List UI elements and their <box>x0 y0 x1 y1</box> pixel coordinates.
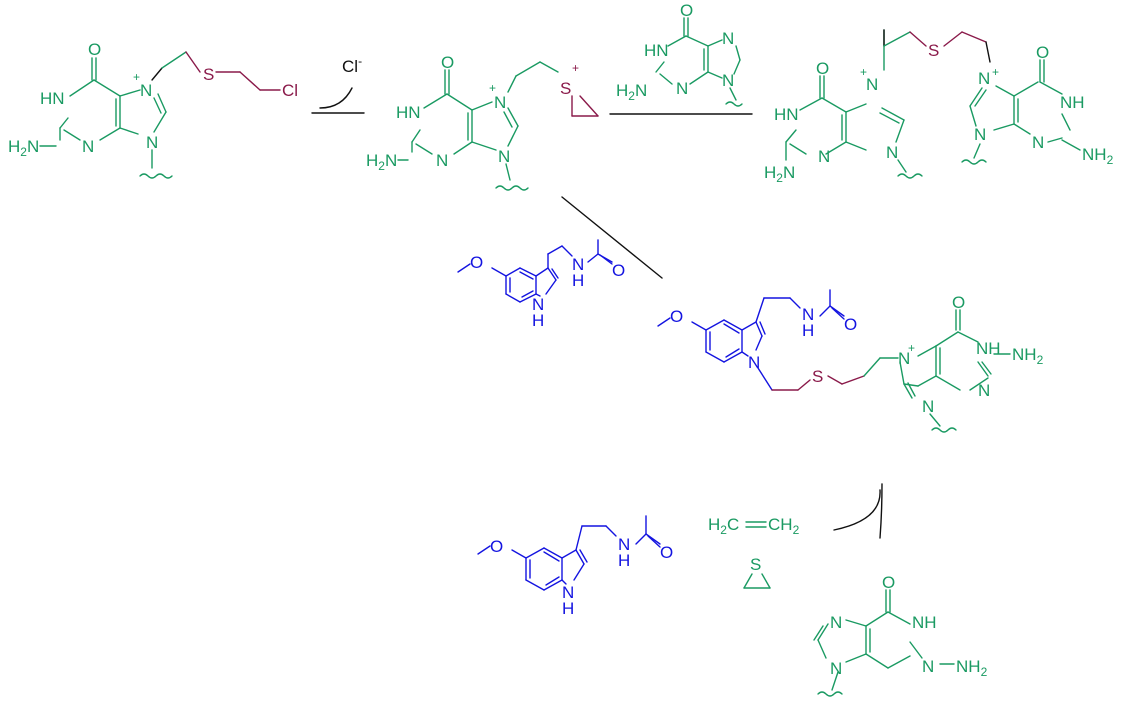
adduct-NH-H: H <box>802 321 814 340</box>
guanine-N7-plus: + <box>133 70 140 84</box>
guanine-HN-label: HN <box>40 89 65 108</box>
crosslink-left-N9: N <box>886 143 898 162</box>
reagent-H2N-label: H2N <box>616 81 647 103</box>
episulfonium-N3-label: N <box>436 151 448 170</box>
crosslink-S-label: S <box>928 41 939 60</box>
product-melatonin-O-carbonyl: O <box>660 543 673 562</box>
guanine-N7-label: N <box>140 81 152 100</box>
crosslink-right-N7-plus: + <box>992 65 999 79</box>
guanine-H2N-label: H2N <box>8 137 39 159</box>
adduct-S-label: S <box>812 367 823 386</box>
reagent-guanine: O HN H2N N N N <box>616 1 743 107</box>
melatonin-O-methoxy: O <box>470 253 483 272</box>
episulfonium-S-label: S <box>560 79 571 98</box>
crosslink-right-NH2: NH2 <box>1082 145 1114 167</box>
product-ethylene: H2C CH2 <box>708 515 800 537</box>
crosslink-right-N7: N <box>978 69 990 88</box>
product-guanine-N3: N <box>922 657 934 676</box>
episulfonium-H2N-label: H2N <box>366 151 397 173</box>
adduct-NH-N: N <box>802 305 814 324</box>
episulfonium-HN-label: HN <box>396 103 421 122</box>
product-melatonin: O N H O N H <box>477 515 673 618</box>
ethylene-CH2: CH2 <box>768 515 800 537</box>
crosslink-right-O: O <box>1036 43 1049 62</box>
reagent-N9-label: N <box>722 71 734 90</box>
guanine-N9-label: N <box>146 133 158 152</box>
product-guanine-N9: N <box>830 659 842 678</box>
adduct-NH2-guanine: NH2 <box>1012 345 1044 367</box>
product-melatonin-O-methoxy: O <box>490 537 503 556</box>
adduct-O-methoxy: O <box>670 307 683 326</box>
product-melatonin-N-indole: N <box>562 583 574 602</box>
crosslink-left-H2N: H2N <box>764 163 795 185</box>
structure-episulfonium: O HN H2N N N + N S + <box>366 53 599 191</box>
structure-melatonin-adduct: O N H O N S N + O NH NH2 N N <box>657 289 1044 433</box>
adduct-N3-guanine: N <box>978 381 990 400</box>
adduct-O-carbonyl: O <box>844 315 857 334</box>
chloride-label: Cl- <box>342 54 362 76</box>
crosslink-right-N9: N <box>974 125 986 144</box>
episulfonium-O-label: O <box>441 53 454 72</box>
melatonin-O-carbonyl: O <box>612 261 625 280</box>
adduct-N9-guanine: N <box>922 397 934 416</box>
reagent-melatonin: O N H O N H <box>457 239 625 330</box>
melatonin-NH-label: N <box>572 255 584 274</box>
structure-guanine-mustard: O HN H2N N N + N S Cl <box>8 40 298 179</box>
episulfonium-N7-label: N <box>494 93 506 112</box>
adduct-N7-plus: + <box>908 341 915 355</box>
crosslink-left-N7: N <box>866 75 878 94</box>
episulfonium-S-plus: + <box>572 61 579 75</box>
product-guanine: O NH NH2 N N N <box>813 573 988 697</box>
reagent-O-label: O <box>680 1 693 20</box>
reagent-N3-label: N <box>676 79 688 98</box>
structure-crosslink: O HN H2N N N + N S N + O NH N N NH2 <box>764 29 1114 185</box>
crosslink-right-N3: N <box>1032 133 1044 152</box>
ethylene-H2C: H2C <box>708 515 739 537</box>
guanine-O-label: O <box>88 40 101 59</box>
adduct-NH-guanine: NH <box>976 339 1001 358</box>
product-thiirane: S <box>743 555 771 589</box>
episulfonium-N9-label: N <box>498 147 510 166</box>
product-guanine-NH2: NH2 <box>956 657 988 679</box>
product-melatonin-NH-H: H <box>618 551 630 570</box>
thiirane-S: S <box>750 555 761 574</box>
crosslink-left-O: O <box>816 59 829 78</box>
product-guanine-O: O <box>882 573 895 592</box>
crosslink-left-HN: HN <box>774 105 799 124</box>
product-guanine-NH: NH <box>912 613 937 632</box>
melatonin-N-indole: N <box>532 295 544 314</box>
adduct-N7-label: N <box>898 349 910 368</box>
guanine-N3-label: N <box>82 137 94 156</box>
reagent-N7-label: N <box>722 29 734 48</box>
mustard-S-label: S <box>203 65 214 84</box>
episulfonium-N7-plus: + <box>489 81 496 95</box>
arrow-decomposition <box>833 483 883 539</box>
melatonin-NH-H: H <box>572 271 584 290</box>
arrow-melatonin-adduct <box>561 196 663 279</box>
crosslink-left-N7-plus: + <box>860 65 867 79</box>
product-melatonin-NH-N: N <box>618 535 630 554</box>
arrow-chloride-loss: Cl- <box>311 54 365 114</box>
crosslink-right-NH: NH <box>1060 93 1085 112</box>
adduct-O-guanine: O <box>952 293 965 312</box>
product-melatonin-H-indole: H <box>562 599 574 618</box>
crosslink-left-N3: N <box>818 147 830 166</box>
product-guanine-N7: N <box>830 613 842 632</box>
mustard-Cl-label: Cl <box>282 81 298 100</box>
adduct-N-indole: N <box>748 353 760 372</box>
melatonin-H-indole: H <box>532 311 544 330</box>
reagent-HN-label: HN <box>644 41 669 60</box>
